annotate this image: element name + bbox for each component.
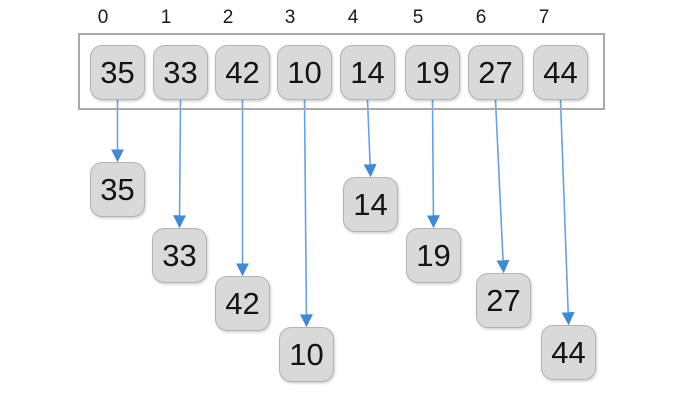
dropped-box-4: 14 — [343, 177, 398, 232]
dropped-box-3: 10 — [279, 327, 334, 382]
index-label-7: 7 — [538, 7, 550, 28]
array-cell-6: 27 — [468, 45, 523, 100]
array-cell-2: 42 — [215, 45, 270, 100]
dropped-box-2: 42 — [215, 276, 270, 331]
dropped-box-6: 27 — [476, 273, 531, 328]
array-cell-5: 19 — [405, 45, 460, 100]
array-cell-4: 14 — [340, 45, 395, 100]
arrow-1 — [173, 99, 187, 229]
arrow-3 — [299, 99, 313, 328]
dropped-box-0: 35 — [90, 162, 145, 217]
array-cell-1: 33 — [153, 45, 208, 100]
index-label-3: 3 — [284, 7, 296, 28]
index-label-5: 5 — [412, 7, 424, 28]
dropped-box-1: 33 — [152, 228, 207, 283]
array-cell-3: 10 — [277, 45, 332, 100]
index-label-4: 4 — [347, 7, 359, 28]
arrow-4 — [363, 99, 377, 178]
index-label-1: 1 — [160, 7, 172, 28]
index-label-6: 6 — [475, 7, 487, 28]
arrow-6 — [494, 99, 510, 274]
dropped-box-7: 44 — [541, 325, 596, 380]
index-label-2: 2 — [222, 7, 234, 28]
dropped-box-5: 19 — [406, 228, 461, 283]
arrow-5 — [426, 99, 440, 229]
array-cell-0: 35 — [90, 45, 145, 100]
arrow-7 — [559, 99, 575, 326]
array-container — [78, 33, 605, 110]
array-cell-7: 44 — [533, 45, 588, 100]
index-label-0: 0 — [97, 7, 109, 28]
